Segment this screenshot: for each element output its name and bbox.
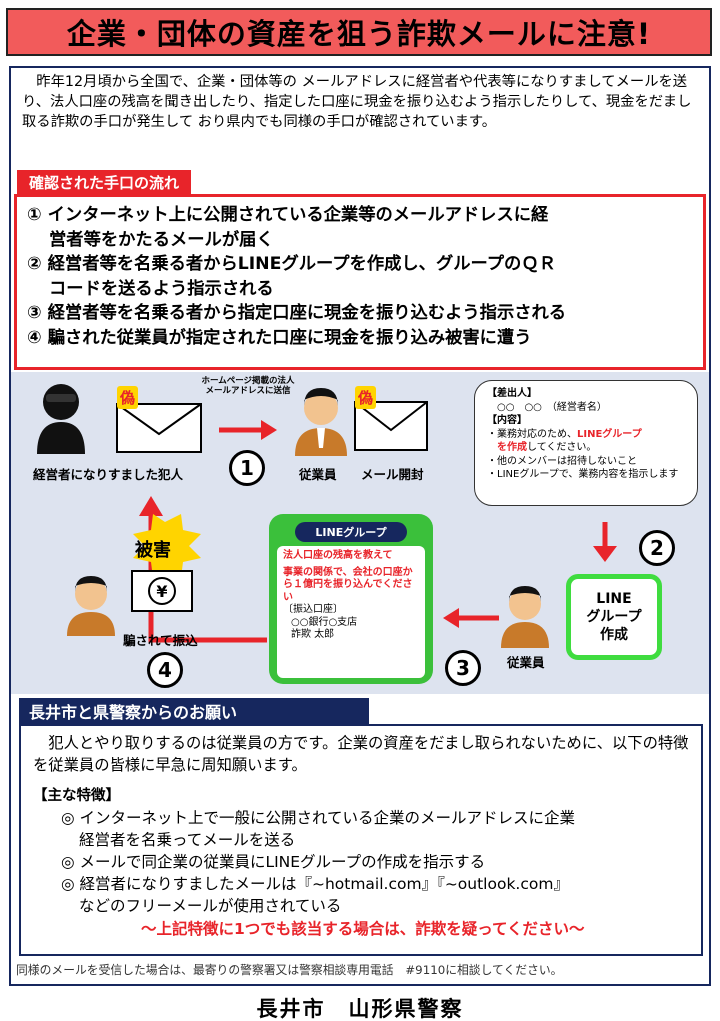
step-2-badge: 2: [639, 530, 675, 566]
damage-label: 被害: [135, 540, 171, 561]
fake-label: 偽: [355, 386, 377, 409]
yen-bill-icon: ¥: [131, 570, 193, 612]
damage-burst-icon: [133, 514, 201, 578]
envelope-icon: [116, 403, 202, 453]
flow-line-2b: コードを送るよう指示される: [49, 278, 274, 299]
envelope-icon: [354, 401, 428, 451]
intro-text: 昨年12月頃から全国で、企業・団体等の メールアドレスに経営者や代表等になりすま…: [22, 74, 692, 130]
line-group-text: グループ: [586, 609, 642, 625]
criminal-caption: 経営者になりすました犯人: [33, 467, 184, 482]
employee-caption: 従業員: [299, 467, 337, 482]
line-group-created-box: LINE グループ 作成: [566, 574, 662, 660]
content-highlight: を作成: [497, 442, 527, 453]
employee-caption: 従業員: [507, 655, 545, 670]
request-box: 犯人とやり取りするのは従業員の方です。企業の資産をだまし取られないために、以下の…: [19, 724, 703, 956]
account-bank: ○○銀行○支店: [291, 616, 358, 628]
account-name: 詐欺 太郎: [291, 629, 335, 640]
diagram-graphics: [37, 384, 617, 648]
sender-name: ○○ ○○ （経営者名）: [487, 401, 607, 413]
footer-note: 同様のメールを受信した場合は、最寄りの警察署又は警察相談専用電話 #9110に相…: [16, 963, 563, 977]
step-4-badge: 4: [147, 652, 183, 688]
content-line-1: ・業務対応のため、LINEグループを作成してください。: [487, 428, 685, 455]
flow-line-3: ③ 経営者等を名乗る者から指定口座に現金を振り込むよう指示される: [27, 303, 567, 323]
scam-mail-bubble: 【差出人】 ○○ ○○ （経営者名） 【内容】 ・業務対応のため、LINEグルー…: [474, 380, 698, 506]
flow-heading: 確認された手口の流れ: [17, 170, 192, 194]
employee-icon: [501, 586, 549, 648]
page-title: 企業・団体の資産を狙う詐欺メールに注意!: [66, 17, 652, 51]
employee-icon: [295, 388, 347, 456]
victim-caption: 騙されて振込: [123, 633, 198, 648]
flow-line-2: ② 経営者等を名乗る者からLINEグループを作成し、グループのＱＲ: [27, 254, 556, 274]
chat-screen: 法人口座の残高を教えて 事業の関係で、会社の口座から１億円を振り込んでください …: [277, 546, 425, 678]
request-paragraph: 犯人とやり取りするのは従業員の方です。企業の資産をだまし取られないために、以下の…: [33, 734, 689, 774]
criminal-icon: [37, 384, 85, 454]
scam-flow-diagram: 偽 偽 経営者になりすました犯人 ホームページ掲載の法人メールアドレスに送信 従…: [11, 372, 709, 694]
content-line-2: ・他のメンバーは招待しないこと: [487, 455, 637, 467]
content-text: ・業務対応のため、: [487, 428, 577, 440]
arrow-left-icon: [443, 608, 499, 628]
sender-heading: 【差出人】: [487, 388, 537, 399]
content-line-3: ・LINEグループで、業務内容を指示します: [487, 469, 679, 480]
feature-item: などのフリーメールが使用されている: [79, 897, 342, 915]
feature-item: ◎ メールで同企業の従業員にLINEグループの作成を指示する: [61, 853, 486, 871]
content-text: してください。: [527, 442, 597, 453]
phone-title: LINEグループ: [295, 522, 407, 542]
feature-item: ◎ 経営者になりすましたメールは『~hotmail.com』『~outlook.…: [61, 875, 569, 893]
mail-open-caption: メール開封: [361, 467, 424, 482]
account-heading: 〔振込口座〕: [283, 604, 343, 615]
content-highlight: LINEグループ: [577, 428, 642, 440]
line-group-text: LINE: [596, 591, 632, 607]
homepage-caption: ホームページ掲載の法人メールアドレスに送信: [201, 376, 295, 396]
fake-label: 偽: [117, 386, 139, 409]
flow-line-4: ④ 騙された従業員が指定された口座に現金を振り込み被害に遭う: [27, 327, 532, 348]
content-heading: 【内容】: [487, 415, 527, 426]
step-3-badge: 3: [445, 650, 481, 686]
title-banner: 企業・団体の資産を狙う詐欺メールに注意!: [6, 8, 712, 56]
arrow-right-icon: [219, 420, 277, 440]
yen-symbol: ¥: [148, 577, 176, 605]
flow-line-1: ① インターネット上に公開されている企業等のメールアドレスに経: [27, 205, 549, 225]
chat-message: 法人口座の残高を教えて: [283, 550, 393, 561]
request-heading: 長井市と県警察からのお願い: [19, 698, 369, 724]
chat-message: 事業の関係で、会社の口座から１億円を振り込んでください: [283, 566, 413, 603]
warning-line: ～上記特徴に1つでも該当する場合は、詐欺を疑ってください～: [141, 920, 585, 938]
line-group-text: 作成: [600, 627, 628, 643]
flow-line-1b: 営者等をかたるメールが届く: [49, 229, 274, 250]
footer-organization: 長井市 山形県警察: [256, 997, 464, 1021]
features-heading: 【主な特徴】: [33, 788, 120, 804]
line-phone-screen: LINEグループ 法人口座の残高を教えて 事業の関係で、会社の口座から１億円を振…: [269, 514, 433, 684]
flow-box: ① インターネット上に公開されている企業等のメールアドレスに経 営者等をかたるメ…: [14, 194, 706, 370]
step-1-badge: 1: [229, 450, 265, 486]
feature-item: 経営者を名乗ってメールを送る: [79, 831, 296, 849]
arrow-down-icon: [593, 522, 617, 562]
victim-employee-icon: [67, 576, 115, 636]
feature-item: ◎ インターネット上で一般に公開されている企業のメールアドレスに企業: [61, 809, 575, 827]
